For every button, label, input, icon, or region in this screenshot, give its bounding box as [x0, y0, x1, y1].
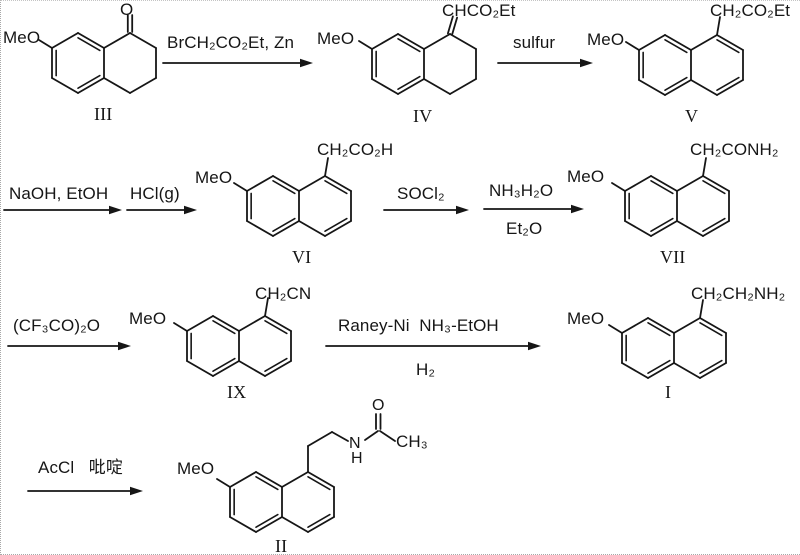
reaction-arrow-step8	[325, 341, 541, 351]
compound-III-ketone-oxygen-label: O	[120, 0, 134, 19]
structure-IX-skeleton	[173, 297, 292, 377]
compound-II-number: II	[275, 536, 288, 555]
compound-V-side-group-label: CH₂CO₂Et	[710, 1, 791, 20]
compound-III-number: III	[94, 104, 113, 124]
reagent-step4-above: HCl(g)	[130, 184, 180, 203]
compound-II-methyl-label: CH₃	[396, 432, 428, 451]
compound-IX-number: IX	[227, 382, 247, 402]
compound-V-methoxy-label: MeO	[587, 30, 625, 49]
compound-I-methoxy-label: MeO	[567, 309, 605, 328]
reagent-step7-above: (CF₃CO)₂O	[13, 316, 101, 335]
compound-II-methoxy-label: MeO	[177, 459, 215, 478]
compound-VII-methoxy-label: MeO	[567, 167, 605, 186]
structure-V-skeleton	[625, 16, 744, 96]
reaction-arrow-step7	[7, 341, 131, 351]
compound-IV-methoxy-label: MeO	[317, 29, 355, 48]
compound-V-number: V	[685, 106, 699, 126]
reagent-step5-above: SOCl₂	[397, 184, 445, 203]
compound-IV-side-group-label: CHCO₂Et	[442, 1, 516, 20]
reaction-arrow-step1	[162, 58, 313, 68]
structure-III-skeleton	[38, 14, 157, 94]
reagent-step1-above: BrCH₂CO₂Et, Zn	[167, 33, 294, 52]
reagent-step8-below: H₂	[416, 360, 436, 379]
compound-VII-side-group-label: CH₂CONH₂	[690, 140, 779, 159]
compound-VI-side-group-label: CH₂CO₂H	[317, 140, 394, 159]
reaction-arrow-step9	[27, 486, 143, 496]
compound-II-amide-h-label: H	[351, 450, 363, 467]
reagent-step6-below: Et₂O	[506, 219, 543, 238]
compound-II-amide-o-label: O	[372, 397, 385, 414]
reagent-step6-above: NH₃H₂O	[489, 181, 554, 200]
structure-I-skeleton	[608, 299, 727, 379]
compound-VII-number: VII	[660, 247, 686, 267]
reagent-step8-above: Raney-Ni NH₃-EtOH	[338, 316, 499, 335]
compound-III-methoxy-label: MeO	[3, 28, 41, 47]
reagent-step9-above: AcCl 吡啶	[38, 458, 123, 477]
structure-IV-skeleton	[358, 15, 477, 95]
compound-IX-side-group-label: CH₂CN	[255, 284, 312, 303]
structure-II-skeleton	[216, 471, 335, 533]
reaction-arrow-step3	[3, 205, 122, 215]
compound-VI-methoxy-label: MeO	[195, 168, 233, 187]
compound-I-side-group-label: CH₂CH₂NH₂	[691, 284, 786, 303]
structure-VI-skeleton	[233, 157, 352, 237]
compound-II-amide-n-label: N	[349, 435, 361, 452]
reaction-arrow-step4	[126, 205, 197, 215]
reaction-arrow-step2	[497, 58, 593, 68]
compound-II-amide-chain	[307, 413, 396, 473]
reaction-arrow-step5	[383, 205, 469, 215]
compound-VI-number: VI	[292, 247, 312, 267]
reagent-step2-above: sulfur	[513, 33, 556, 52]
compound-IX-methoxy-label: MeO	[129, 309, 167, 328]
reagent-step3-above: NaOH, EtOH	[9, 184, 109, 203]
structure-VII-skeleton	[611, 157, 730, 237]
compound-IV-number: IV	[413, 106, 433, 126]
compound-I-number: I	[665, 382, 672, 402]
reaction-arrow-step6	[483, 204, 584, 214]
